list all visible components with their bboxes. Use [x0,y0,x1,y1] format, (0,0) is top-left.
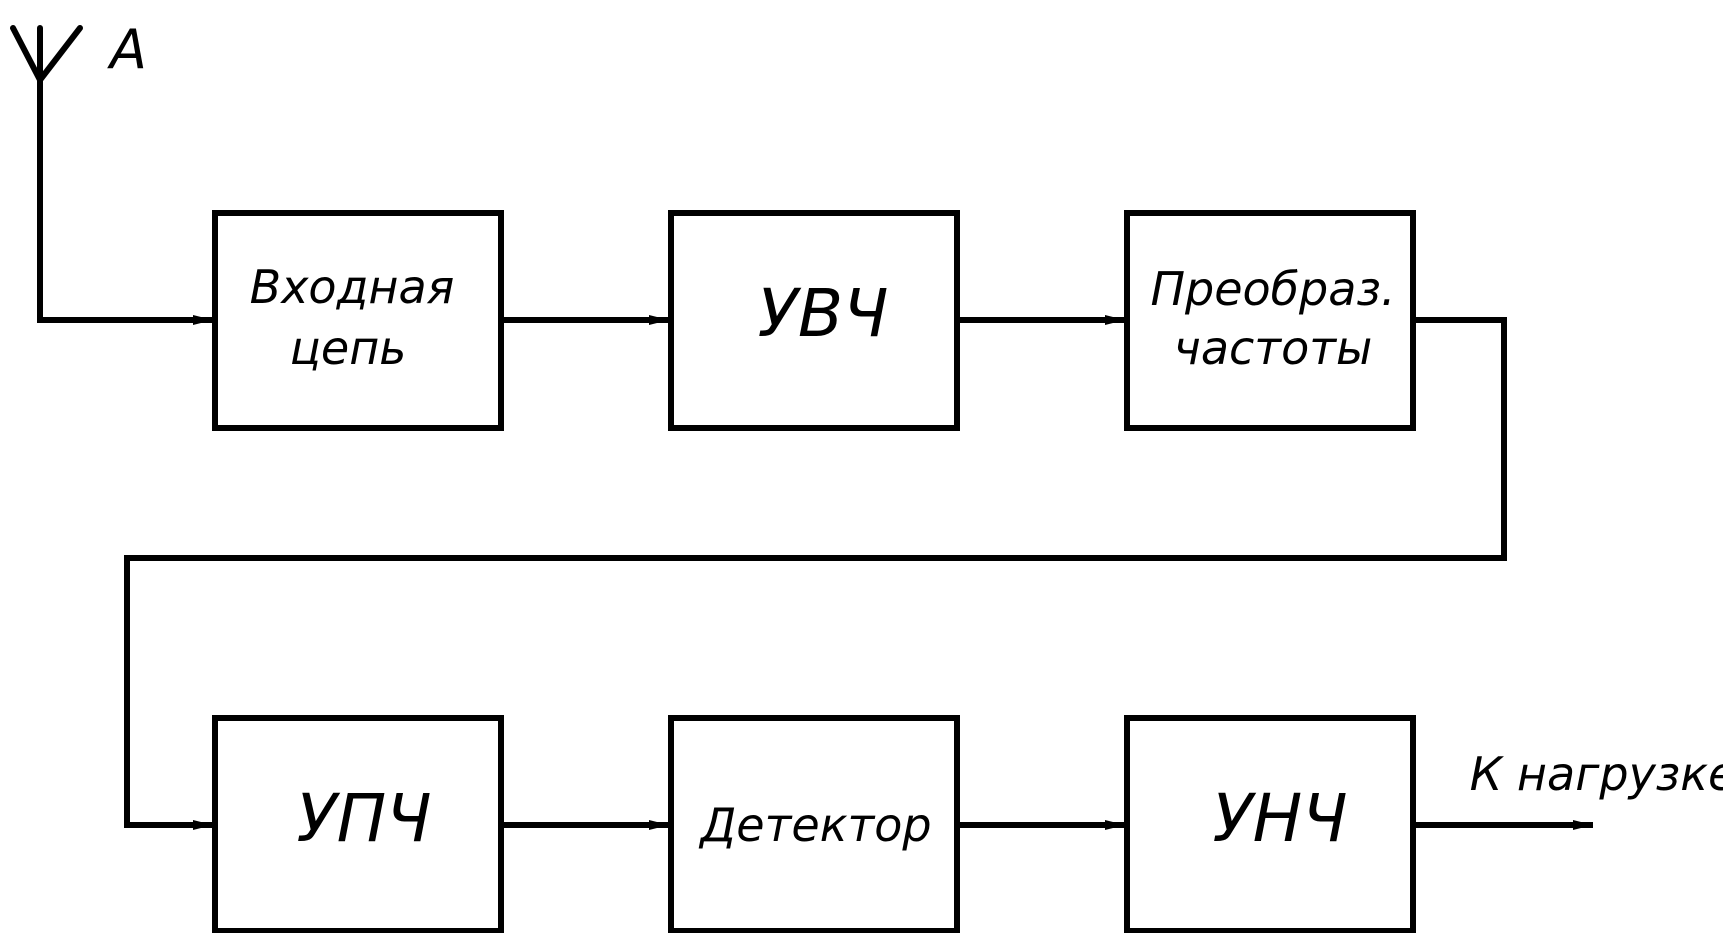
if-amplifier-block [212,715,504,933]
detector-block [668,715,960,933]
frequency-converter-block [1124,210,1416,431]
input-circuit-label-line1: Входная [250,260,455,314]
if-amplifier-label: УПЧ [296,780,431,857]
rf-amplifier-block [668,210,960,431]
rf-amplifier-label: УВЧ [758,275,889,352]
signal-lines [37,80,1593,830]
detector-label: Детектор [698,798,931,852]
converter-to-if-line [124,317,1507,830]
frequency-converter-label-line1: Преобраз. [1150,262,1395,316]
af-amplifier-block [1124,715,1416,933]
antenna-label: А [107,18,147,81]
input-circuit-block [212,210,504,431]
frequency-converter-label-line2: частоты [1174,321,1373,375]
antenna-icon [10,25,83,83]
input-circuit-label-line2: цепь [290,321,407,375]
af-amplifier-label: УНЧ [1212,780,1347,857]
output-label: К нагрузке [1470,747,1723,801]
antenna-to-input-line [37,80,213,325]
